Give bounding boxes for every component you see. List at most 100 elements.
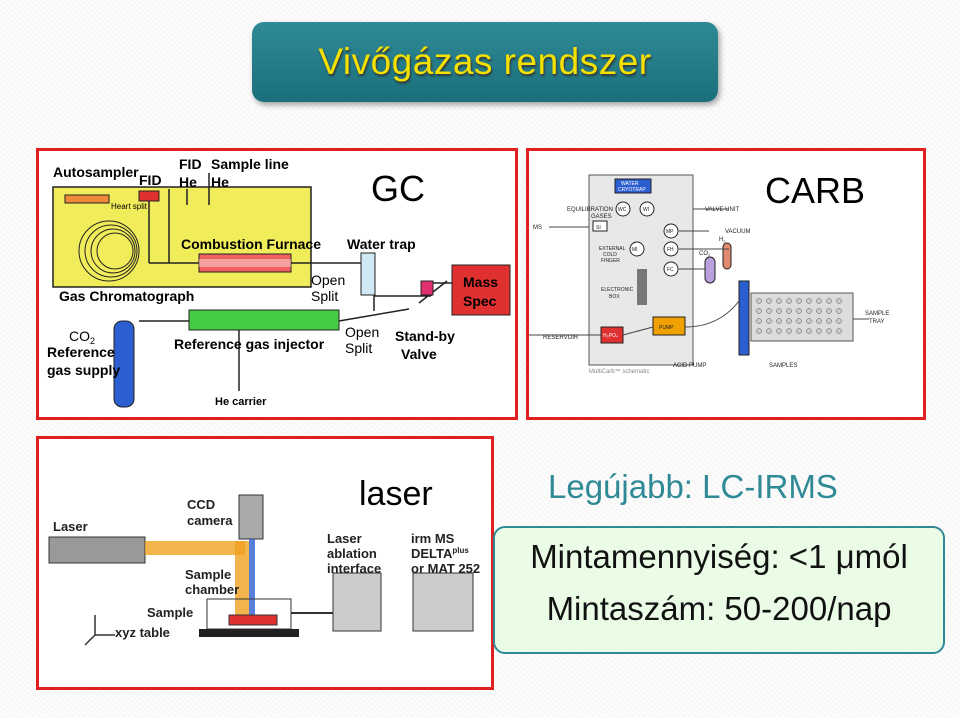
ms-label: MS [533, 225, 542, 231]
sample-line-label: Sample line [211, 156, 289, 172]
water-trap [360, 252, 376, 296]
mass-spec [451, 264, 511, 316]
sample-label: SAMPLE [865, 311, 889, 317]
xyz-axes [84, 615, 115, 646]
si-valve [592, 220, 608, 232]
fid-block [138, 190, 160, 202]
laser-text: Laser [53, 519, 88, 534]
sample-vials [756, 298, 842, 334]
external-label: EXTERNAL [599, 246, 626, 252]
he-carrier-label: He carrier [215, 396, 267, 408]
mass-spec-line2: Spec [463, 293, 497, 309]
laser-label: laser [359, 475, 433, 513]
ablation-interface-box [332, 572, 382, 632]
reference-gas-injector [188, 309, 340, 331]
combustion-furnace [198, 253, 292, 273]
gases-label: GASES [591, 214, 612, 220]
laser-beam-down [235, 541, 249, 621]
sample-block [228, 614, 278, 626]
laser-beam [145, 541, 245, 555]
autosampler-block [64, 194, 110, 204]
water-cryotrap [614, 178, 652, 194]
combustion-furnace-core [199, 259, 291, 267]
ablation-line3: interface [327, 561, 381, 576]
ref-injector-label: Reference gas injector [174, 336, 325, 352]
fh-valve [663, 241, 679, 257]
info-box: Mintamennyiség: <1 μmól Mintaszám: 50-20… [493, 526, 945, 654]
gc-label: GC [371, 168, 425, 209]
co2-tank [113, 320, 135, 408]
acid-pump-label: ACID PUMP [673, 363, 706, 369]
fid-top-label: FID [179, 156, 202, 172]
camera-beam [249, 539, 255, 619]
sample-count-text: Mintaszám: 50-200/nap [546, 590, 892, 627]
irm-ms-box [412, 572, 474, 632]
samples-label: SAMPLES [769, 363, 797, 369]
ablation-line1: Laser [327, 531, 362, 546]
mi-valve [629, 241, 645, 257]
acid-pump [652, 316, 686, 336]
h3po4-label: H₃PO₄ [603, 333, 618, 339]
laser-diagram: Laser CCD camera Laser ablation interfac… [48, 475, 480, 646]
finger-label: FINGER [601, 258, 620, 264]
ccd-line2: camera [187, 513, 233, 528]
reference-label: Reference [47, 344, 115, 360]
cryotrap-label: CRYOTRAP [618, 187, 646, 193]
gas-supply-label: gas supply [47, 362, 120, 378]
box-label: BOX [609, 294, 620, 300]
h2-label: H2 [719, 237, 726, 244]
sample-amount-text: Mintamennyiség: <1 μmól [530, 538, 908, 575]
mp-valve [663, 223, 679, 239]
he-label-1: He [179, 174, 197, 190]
water-label: WATER [621, 181, 639, 187]
sample-needle [738, 280, 750, 356]
lc-irms-label: Legújabb: LC-IRMS [548, 468, 838, 505]
ablation-line2: ablation [327, 546, 377, 561]
wc-valve [615, 201, 631, 217]
chamber-line2: chamber [185, 582, 239, 597]
mp-label: MP [666, 229, 674, 235]
co2-label: CO2 [69, 328, 95, 346]
laser-source [48, 536, 146, 564]
sample-text: Sample [147, 605, 193, 620]
wi-label: WI [643, 207, 649, 213]
open-split-2-line2: Split [345, 340, 372, 356]
heart-split-label: Heart split [111, 202, 148, 211]
irm-line2: DELTAplus [411, 546, 469, 561]
open-split-2-line1: Open [345, 324, 379, 340]
laser-diagram-panel: Laser CCD camera Laser ablation interfac… [36, 436, 494, 690]
cold-label: COLD [603, 252, 617, 258]
electronic-rail [637, 269, 647, 305]
chamber-line1: Sample [185, 567, 231, 582]
xyz-table [199, 629, 299, 637]
autosampler-label: Autosampler [53, 164, 139, 180]
title-banner: Vivőgázas rendszer [252, 22, 718, 102]
gc-diagram-panel: Autosampler FID FID He Sample line He He… [36, 148, 518, 420]
wi-valve [639, 201, 655, 217]
open-split-1-line2: Split [311, 288, 338, 304]
carb-label: CARB [765, 170, 865, 211]
vacuum-label: VACUUM [725, 229, 751, 235]
h2-tube [722, 242, 732, 270]
open-split-valve [420, 280, 434, 296]
gc-column-coil [78, 220, 140, 282]
pump-label: PUMP [659, 325, 674, 331]
carb-diagram-panel: EQUILIBRATION GASES WATER CRYOTRAP WC WI… [526, 148, 926, 420]
page-title: Vivőgázas rendszer [318, 41, 652, 82]
wc-label: WC [618, 207, 627, 213]
standby-line2: Valve [401, 346, 437, 362]
electronic-label: ELECTRONIC [601, 287, 634, 293]
reservoir-label: RESERVOIR [543, 335, 579, 341]
si-label: SI [596, 225, 601, 231]
mass-spec-line1: Mass [463, 274, 498, 290]
fh-label: FH [667, 247, 674, 253]
ccd-camera [238, 494, 264, 540]
ccd-line1: CCD [187, 497, 215, 512]
mi-label: MI [632, 247, 638, 253]
schematic-label: MultiCarb™ schematic [589, 368, 649, 375]
xyz-text: xyz table [115, 625, 170, 640]
open-split-1-line1: Open [311, 272, 345, 288]
valve-unit-label: VALVE UNIT [705, 207, 739, 213]
he-label-2: He [211, 174, 229, 190]
tray-label: TRAY [869, 319, 885, 325]
